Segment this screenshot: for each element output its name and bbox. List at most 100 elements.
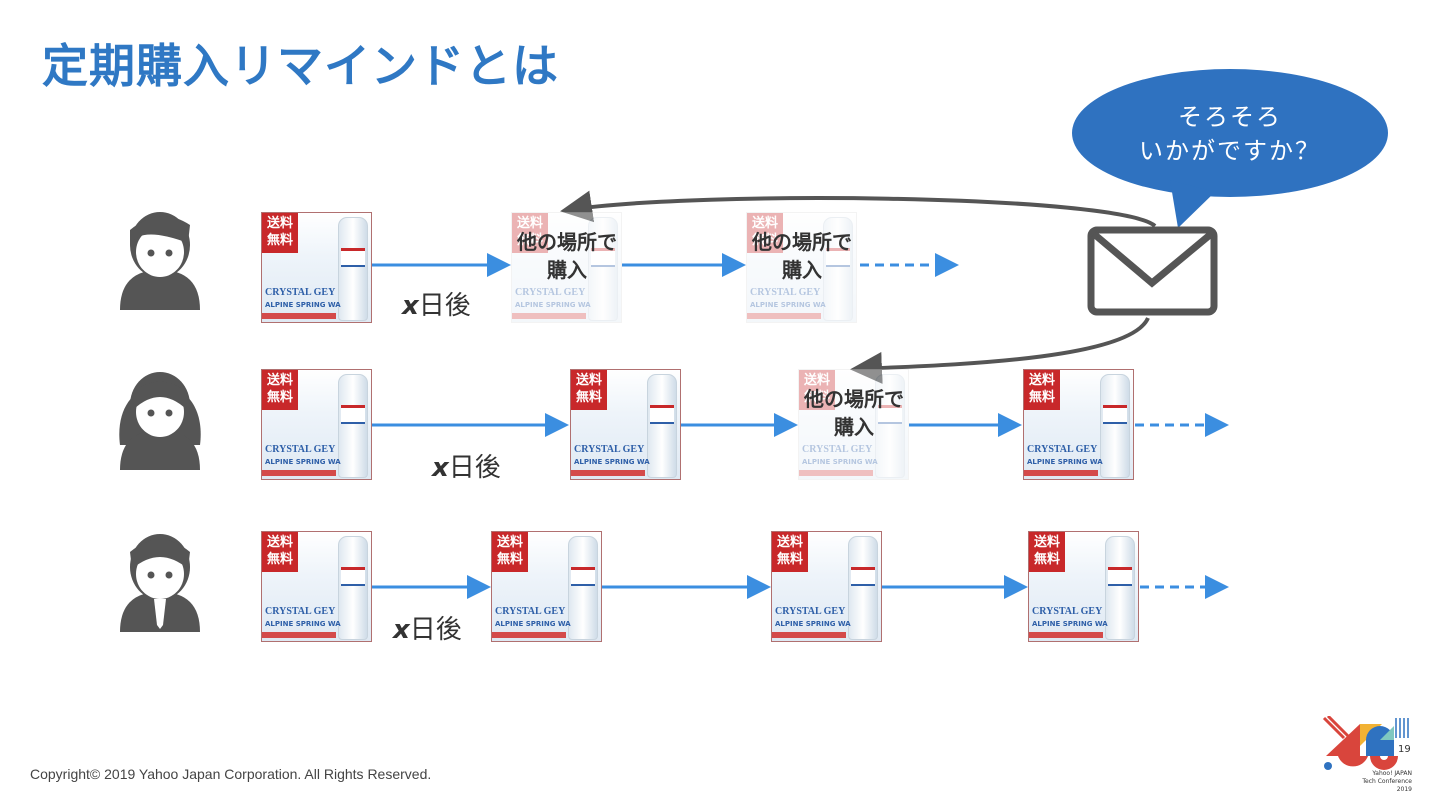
bottle-image — [823, 217, 853, 321]
product-image-normal: 送料無料 CRYSTAL GEY ALPINE SPRING WA — [1023, 369, 1134, 480]
product-label-band — [1029, 632, 1103, 638]
overlay-line: 購入 — [834, 415, 874, 439]
interval-variable: x — [402, 291, 419, 321]
reminder-arrow-2 — [850, 317, 1150, 384]
copyright: Copyright© 2019 Yahoo Japan Corporation.… — [30, 766, 432, 782]
product-subtitle: ALPINE SPRING WA — [265, 458, 341, 466]
interval-suffix: 日後 — [448, 453, 501, 483]
free-shipping-badge: 送料無料 — [571, 370, 607, 410]
overlay-line: 他の場所で — [804, 387, 904, 411]
logo-caption-line: Tech Conference 2019 — [1362, 778, 1412, 793]
other-store-purchase-label: 他の場所で購入 — [732, 228, 872, 284]
interval-variable: x — [393, 615, 410, 645]
badge-line: 無料 — [266, 390, 293, 405]
logo-caption: Yahoo! JAPAN Tech Conference 2019 — [1350, 770, 1412, 794]
product-label-band — [512, 313, 586, 319]
bottle-image — [588, 217, 618, 321]
badge-line: 送料 — [266, 373, 293, 388]
product-brand: CRYSTAL GEY — [515, 287, 586, 298]
product-image-normal: 送料無料 CRYSTAL GEY ALPINE SPRING WA — [771, 531, 882, 642]
product-image-normal: 送料無料 CRYSTAL GEY ALPINE SPRING WA — [570, 369, 681, 480]
interval-variable: x — [432, 453, 449, 483]
product-brand: CRYSTAL GEY — [802, 444, 873, 455]
overlay-line: 他の場所で — [517, 230, 617, 254]
product-subtitle: ALPINE SPRING WA — [265, 301, 341, 309]
bottle-image — [875, 374, 905, 478]
product-label-band — [262, 313, 336, 319]
badge-line: 送料 — [751, 216, 778, 231]
product-image-normal: 送料無料 CRYSTAL GEY ALPINE SPRING WA — [261, 531, 372, 642]
product-brand: CRYSTAL GEY — [1027, 444, 1098, 455]
product-subtitle: ALPINE SPRING WA — [750, 301, 826, 309]
product-label-band — [799, 470, 873, 476]
product-brand: CRYSTAL GEY — [265, 444, 336, 455]
interval-suffix: 日後 — [409, 615, 462, 645]
badge-line: 無料 — [266, 233, 293, 248]
svg-text:19: 19 — [1398, 744, 1411, 755]
product-image-normal: 送料無料 CRYSTAL GEY ALPINE SPRING WA — [261, 369, 372, 480]
product-subtitle: ALPINE SPRING WA — [1027, 458, 1103, 466]
badge-line: 送料 — [1033, 535, 1060, 550]
product-image-normal: 送料無料 CRYSTAL GEY ALPINE SPRING WA — [1028, 531, 1139, 642]
free-shipping-badge: 送料無料 — [512, 213, 548, 253]
product-label-band — [1024, 470, 1098, 476]
other-store-purchase-label: 他の場所で購入 — [497, 228, 637, 284]
person-icon-man-suit — [120, 534, 200, 632]
badge-line: 送料 — [776, 535, 803, 550]
product-brand: CRYSTAL GEY — [265, 287, 336, 298]
product-label-band — [747, 313, 821, 319]
speech-bubble-text: そろそろ いかがですか？ — [1090, 100, 1370, 168]
badge-line: 無料 — [575, 390, 602, 405]
product-label-band — [262, 632, 336, 638]
product-image-normal: 送料無料 CRYSTAL GEY ALPINE SPRING WA — [491, 531, 602, 642]
interval-label: x日後 — [432, 447, 501, 484]
product-subtitle: ALPINE SPRING WA — [515, 301, 591, 309]
overlay-line: 購入 — [547, 258, 587, 282]
product-label-band — [571, 470, 645, 476]
bottle-image — [848, 536, 878, 640]
free-shipping-badge: 送料無料 — [1029, 532, 1065, 572]
product-brand: CRYSTAL GEY — [750, 287, 821, 298]
bottle-image — [338, 217, 368, 321]
badge-line: 無料 — [1033, 552, 1060, 567]
free-shipping-badge: 送料無料 — [747, 213, 783, 253]
badge-line: 送料 — [803, 373, 830, 388]
product-label-band — [492, 632, 566, 638]
free-shipping-badge: 送料無料 — [799, 370, 835, 410]
badge-line: 送料 — [1028, 373, 1055, 388]
bottle-image — [568, 536, 598, 640]
bottle-image — [338, 374, 368, 478]
free-shipping-badge: 送料無料 — [772, 532, 808, 572]
product-image-other-store: 送料無料 CRYSTAL GEY ALPINE SPRING WA — [798, 369, 909, 480]
product-brand: CRYSTAL GEY — [775, 606, 846, 617]
badge-line: 無料 — [803, 390, 830, 405]
overlay-line: 他の場所で — [752, 230, 852, 254]
product-subtitle: ALPINE SPRING WA — [802, 458, 878, 466]
product-image-other-store: 送料無料 CRYSTAL GEY ALPINE SPRING WA — [746, 212, 857, 323]
badge-line: 送料 — [496, 535, 523, 550]
page-title: 定期購入リマインドとは — [42, 39, 559, 93]
badge-line: 無料 — [751, 233, 778, 248]
product-label-band — [772, 632, 846, 638]
badge-line: 無料 — [1028, 390, 1055, 405]
bottle-image — [1105, 536, 1135, 640]
badge-line: 無料 — [266, 552, 293, 567]
reminder-arrow-1 — [560, 190, 1157, 228]
product-brand: CRYSTAL GEY — [265, 606, 336, 617]
envelope-icon — [1087, 226, 1218, 316]
product-subtitle: ALPINE SPRING WA — [495, 620, 571, 628]
product-subtitle: ALPINE SPRING WA — [265, 620, 341, 628]
free-shipping-badge: 送料無料 — [262, 370, 298, 410]
product-image-other-store: 送料無料 CRYSTAL GEY ALPINE SPRING WA — [511, 212, 622, 323]
badge-line: 無料 — [516, 233, 543, 248]
free-shipping-badge: 送料無料 — [262, 532, 298, 572]
product-subtitle: ALPINE SPRING WA — [574, 458, 650, 466]
speech-bubble — [1072, 69, 1388, 228]
badge-line: 無料 — [496, 552, 523, 567]
badge-line: 送料 — [266, 535, 293, 550]
product-brand: CRYSTAL GEY — [574, 444, 645, 455]
bottle-image — [1100, 374, 1130, 478]
logo-caption-line: Yahoo! JAPAN — [1372, 770, 1412, 777]
interval-suffix: 日後 — [418, 291, 471, 321]
